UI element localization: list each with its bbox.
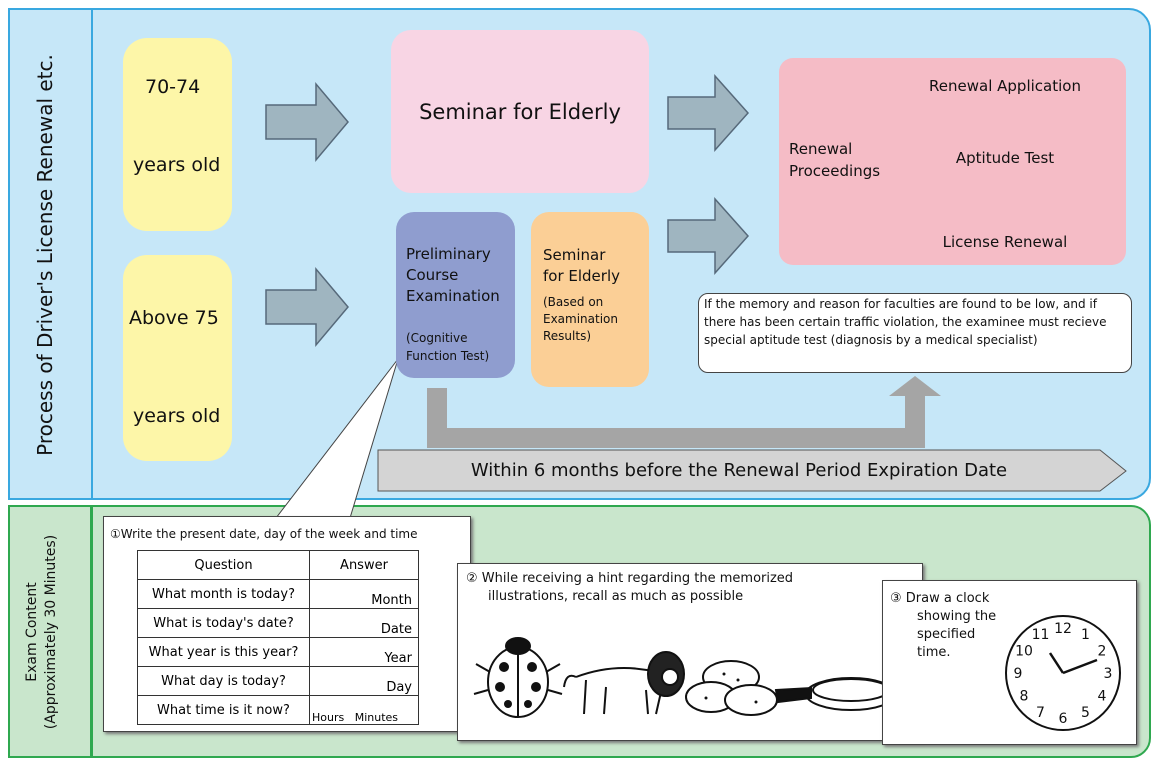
seminar-results-line2: for Elderly xyxy=(543,267,620,285)
renewal-step-aptitude: Aptitude Test xyxy=(955,149,1055,167)
answer-cell: Day xyxy=(309,666,419,696)
exam-item-3-line1: ③ Draw a clock xyxy=(890,591,990,606)
age-suffix-label: years old xyxy=(133,405,221,427)
seminar-results-sub1: (Based on xyxy=(543,295,604,309)
seminar-results-line1: Seminar xyxy=(543,246,606,264)
seminar-results-sub3: Results) xyxy=(543,329,592,343)
clock-numeral: 11 xyxy=(1032,627,1050,643)
answer-cell: Year xyxy=(309,637,419,667)
callout-pointer xyxy=(274,358,399,519)
arrow-right-icon xyxy=(265,266,349,348)
bypass-arrow-icon xyxy=(427,376,941,448)
table-row: What time is it now? Hours Minutes xyxy=(137,695,419,725)
clock-numeral: 8 xyxy=(1020,689,1029,705)
clock-numeral: 1 xyxy=(1081,627,1090,643)
seminar-elderly-box: Seminar for Elderly xyxy=(391,30,649,193)
exam-item-3-line3: specified xyxy=(917,627,976,642)
question-cell: What day is today? xyxy=(137,666,310,696)
renewal-proceedings-box xyxy=(779,58,1126,265)
timeline-arrow xyxy=(377,449,1127,492)
table-header-row: Question Answer xyxy=(137,550,419,580)
table-row: What year is this year? Year xyxy=(137,637,419,667)
frying-pan-icon xyxy=(774,677,897,711)
age-range-label: Above 75 xyxy=(129,307,219,329)
table-row: What is today's date? Date xyxy=(137,608,419,638)
answer-cell: Month xyxy=(309,579,419,609)
clock-numeral: 2 xyxy=(1098,644,1107,660)
clock-numeral: 10 xyxy=(1015,644,1033,660)
process-title-column xyxy=(8,8,93,500)
preliminary-sub1: (Cognitive xyxy=(406,331,468,345)
preliminary-sub2: Function Test) xyxy=(406,349,490,363)
hours-label: Hours xyxy=(312,711,345,724)
exam-item-2-line2: illustrations, recall as much as possibl… xyxy=(488,589,744,604)
question-cell: What year is this year? xyxy=(137,637,310,667)
preliminary-line1: Preliminary xyxy=(406,245,491,263)
preliminary-line3: Examination xyxy=(406,287,500,305)
lion-icon xyxy=(563,651,685,715)
seminar-results-sub2: Examination xyxy=(543,312,619,326)
arrow-right-icon xyxy=(667,74,750,152)
question-cell: What is today's date? xyxy=(137,608,310,638)
age-range-label: 70-74 xyxy=(145,76,201,98)
question-cell: What month is today? xyxy=(137,579,310,609)
clock-numeral: 7 xyxy=(1036,705,1045,721)
age-suffix-label: years old xyxy=(133,154,221,176)
arrow-right-icon xyxy=(265,81,349,163)
answer-header: Answer xyxy=(309,550,419,580)
exam-item-2-line1: ② While receiving a hint regarding the m… xyxy=(466,571,794,586)
special-aptitude-note: If the memory and reason for faculties a… xyxy=(698,293,1132,373)
renewal-step-application: Renewal Application xyxy=(929,77,1081,95)
question-header: Question xyxy=(137,550,310,580)
seminar-results-box: Seminar for Elderly (Based on Examinatio… xyxy=(531,212,649,387)
memorized-illustrations xyxy=(473,637,897,718)
exam-question-table: Question Answer What month is today? Mon… xyxy=(137,550,419,725)
question-cell: What time is it now? xyxy=(137,695,310,725)
renewal-step-license: License Renewal xyxy=(942,233,1068,251)
clock-numeral: 9 xyxy=(1014,666,1023,682)
exam-item-3-line4: time. xyxy=(917,645,951,660)
exam-item-1-card: ①Write the present date, day of the week… xyxy=(103,516,471,732)
minutes-label: Minutes xyxy=(354,711,399,724)
clock-numeral: 5 xyxy=(1081,705,1090,721)
age-group-above-75: Above 75 years old xyxy=(123,255,232,461)
clock-numeral: 6 xyxy=(1059,711,1068,727)
ladybug-icon xyxy=(473,637,563,718)
answer-cell: Date xyxy=(309,608,419,638)
exam-item-2-card: ② While receiving a hint regarding the m… xyxy=(457,563,923,741)
exam-item-1-title: ①Write the present date, day of the week… xyxy=(110,527,418,541)
exam-title-column xyxy=(8,505,93,758)
seminar-elderly-label: Seminar for Elderly xyxy=(419,100,621,124)
clock-numeral: 12 xyxy=(1054,621,1072,637)
preliminary-exam-box: Preliminary Course Examination (Cognitiv… xyxy=(396,212,515,378)
renewal-proceedings-line1: Renewal xyxy=(789,140,853,158)
table-row: What month is today? Month xyxy=(137,579,419,609)
exam-item-3-card: ③ Draw a clock showing the specified tim… xyxy=(882,580,1137,745)
renewal-proceedings-line2: Proceedings xyxy=(789,162,881,180)
exam-item-3-line2: showing the xyxy=(917,609,997,624)
clock-numeral: 4 xyxy=(1098,689,1107,705)
answer-cell: Hours Minutes xyxy=(309,695,419,725)
clock-numeral: 3 xyxy=(1104,666,1113,682)
potatoes-icon xyxy=(685,660,778,716)
age-group-70-74: 70-74 years old xyxy=(123,38,232,231)
preliminary-line2: Course xyxy=(406,266,459,284)
arrow-right-icon xyxy=(667,197,750,275)
table-row: What day is today? Day xyxy=(137,666,419,696)
timeline-label: Within 6 months before the Renewal Perio… xyxy=(470,460,1008,481)
